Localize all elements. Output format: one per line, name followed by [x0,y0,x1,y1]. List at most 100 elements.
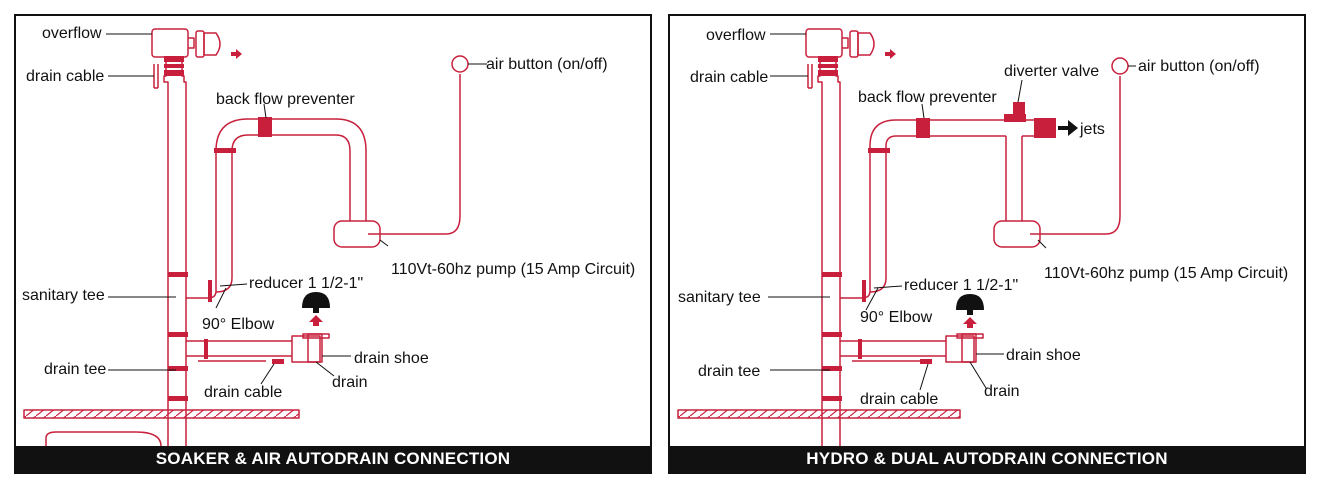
drain-shoe-body [945,335,975,363]
drain-stack-left-wall [817,57,823,446]
joint-drain-branch [204,339,208,359]
pump-loop-inner [885,135,1006,278]
panel-caption: SOAKER & AIR AUTODRAIN CONNECTION [16,446,650,472]
overflow-fitting [151,28,189,58]
drain-cable-handle [153,64,159,89]
overflow-connector [188,37,195,49]
diverter-valve-knob [1013,102,1025,114]
pump-loop-outer [869,119,1034,291]
air-button-icon [1111,57,1129,75]
overflow-plate [849,30,859,58]
joint-overflow-3 [164,70,184,76]
joint-drain-branch [858,339,862,359]
air-line [1030,76,1121,235]
label-air-button: air button (on/off) [486,56,608,73]
elbow-inner [215,277,233,293]
label-jets: jets [1079,121,1105,138]
pipe-joints [818,49,1056,401]
label-drain-tee: drain tee [698,363,760,380]
label-drain-tee: drain tee [44,361,106,378]
joint-sanitary-upper [168,272,188,277]
label-drain-cable-bottom: drain cable [860,391,938,408]
joint-overflow-3 [818,70,838,76]
floor [677,409,961,419]
floor [23,409,300,419]
hydro-dual-diagram: overflow drain cable diverter valve air … [677,27,1288,446]
joint-overflow-1 [164,56,184,62]
drain-stack-right-wall [835,57,841,446]
overflow-arrow-icon [231,49,242,59]
label-sanitary-tee: sanitary tee [22,287,105,304]
pump-riser [1005,135,1034,221]
label-drain-cable-bottom: drain cable [204,384,282,401]
pump-loop-inner [231,134,351,278]
back-flow-valve [258,117,272,137]
drain-branch [186,340,292,357]
back-flow-valve [916,118,930,138]
air-line [368,74,461,235]
leader-lines [768,33,1136,391]
label-back-flow-preventer: back flow preventer [216,91,355,108]
reducer-band [208,280,212,302]
drain-shoe-body [291,335,321,363]
label-elbow: 90° Elbow [860,309,933,326]
overflow-cap [857,32,875,56]
label-drain-cable-top: drain cable [26,68,104,85]
hydro-dual-panel: overflow drain cable diverter valve air … [668,14,1306,474]
overflow-connector [842,37,849,49]
tub-outline [45,431,162,446]
overflow-fitting [805,28,843,58]
drain-stack-left-wall [163,57,169,446]
joint-floor [822,396,842,401]
label-drain: drain [332,374,368,391]
pipe-joints [164,49,323,401]
joint-drain-tee [168,366,188,371]
drain-stopper-icon [956,294,984,315]
drain-shoe-cap [302,333,330,339]
overflow-cap [203,32,221,56]
label-sanitary-tee: sanitary tee [678,289,761,306]
label-pump: 110Vt-60hz pump (15 Amp Circuit) [391,261,635,278]
label-back-flow-preventer: back flow preventer [858,89,997,106]
label-drain-cable-top: drain cable [690,69,768,86]
elbow-inner [869,277,887,293]
joint-loop [868,148,890,153]
label-elbow: 90° Elbow [202,316,275,333]
label-overflow: overflow [706,27,766,44]
joint-drain-tee [822,366,842,371]
overflow-plate [195,30,205,58]
label-reducer: reducer 1 1/2-1" [249,275,363,292]
leader-lines [106,33,487,385]
label-drain-shoe: drain shoe [354,350,429,367]
air-button-icon [451,55,469,73]
joint-overflow-2 [818,64,838,68]
overflow-arrow-icon [885,49,896,59]
drain-up-arrow-icon [309,315,323,326]
joint-floor [168,396,188,401]
drain-up-arrow-icon [963,317,977,328]
joint-overflow-1 [818,56,838,62]
drain-branch [840,340,946,357]
joint-sanitary-upper [822,272,842,277]
joint-drain-cable [272,359,284,364]
jets-arrow-icon [1058,120,1078,136]
joint-sanitary-lower [822,332,842,337]
label-diverter-valve: diverter valve [1004,63,1099,80]
label-overflow: overflow [42,25,102,42]
joint-drain-cable [920,359,932,364]
label-reducer: reducer 1 1/2-1" [904,277,1018,294]
label-drain-shoe: drain shoe [1006,347,1081,364]
drain-shoe-cap [956,333,984,339]
label-drain: drain [984,383,1020,400]
joint-overflow-2 [164,64,184,68]
soaker-air-diagram: overflow drain cable back flow preventer… [22,25,635,446]
soaker-air-panel: overflow drain cable back flow preventer… [14,14,652,474]
reducer-band [862,280,866,302]
jets-connector [1034,118,1056,138]
diverter-valve-body [1004,114,1026,122]
pump-loop-outer [215,118,367,291]
panel-caption: HYDRO & DUAL AUTODRAIN CONNECTION [670,446,1304,472]
drain-stack-right-wall [181,57,187,446]
drain-cable-handle [807,64,813,89]
joint-loop [214,148,236,153]
